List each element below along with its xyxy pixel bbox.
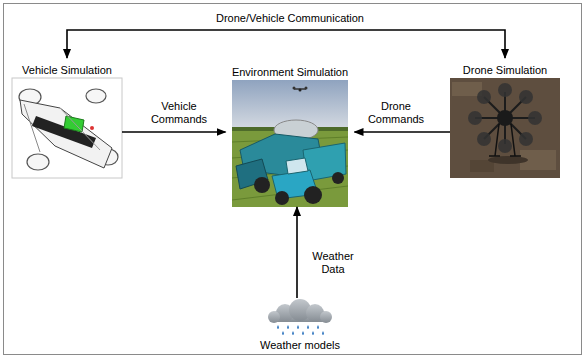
rain-drops [277,325,324,335]
node-heading: Weather models [258,339,342,352]
environment-picture [232,80,348,207]
simulation-node: Vehicle Simulation [12,58,122,178]
connector-arrow [296,207,298,298]
simulation-node: Weather models [245,298,355,354]
edge-label: Weather Data [308,250,358,276]
drone-picture [450,78,560,178]
simulation-node: Environment Simulation [226,62,355,207]
edge-label: Vehicle Commands [147,100,211,126]
cloud-picture [268,299,332,335]
small-drone [293,87,308,92]
node-heading: Environment Simulation [230,66,350,79]
outer-frame [4,4,582,355]
connector-arrow [355,131,451,133]
simulation-node: Drone Simulation [450,58,560,178]
connector-arrow [67,30,505,58]
node-heading: Vehicle Simulation [20,64,114,77]
edge-label: Drone Commands [364,100,428,126]
connector-arrow [122,131,226,133]
vehicle-picture [12,78,122,178]
edge-label: Drone/Vehicle Communication [190,12,390,25]
node-heading: Drone Simulation [461,64,549,77]
